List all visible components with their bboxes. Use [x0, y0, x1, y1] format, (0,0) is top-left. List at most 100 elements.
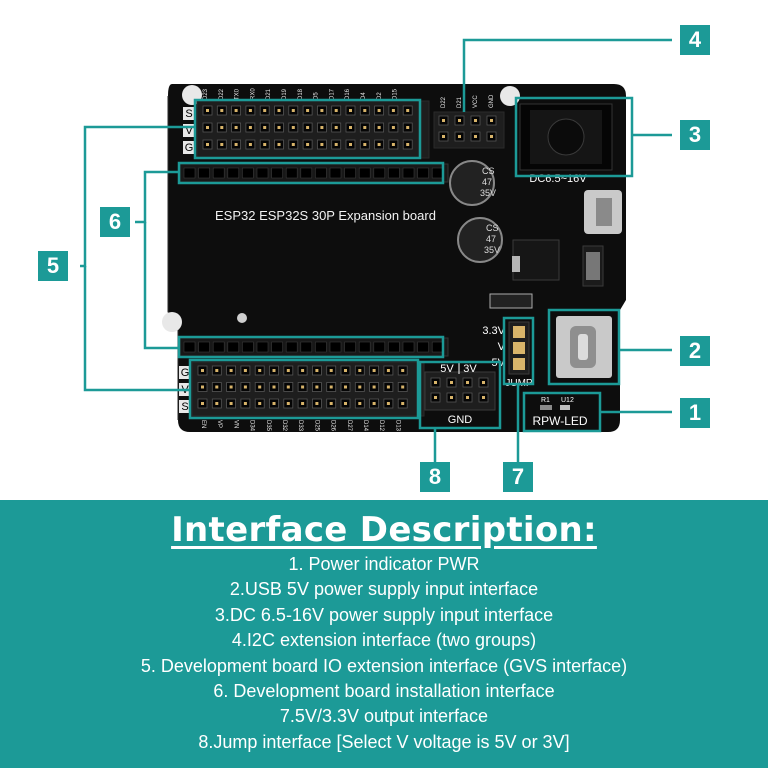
header-pin-contact [334, 126, 338, 129]
header-pin-contact [358, 402, 362, 405]
power-pin-contact [434, 381, 437, 384]
description-title: Interface Description: [171, 510, 597, 550]
callout-8: 8 [420, 462, 450, 492]
callout-5: 5 [38, 251, 68, 281]
female-socket [183, 341, 196, 353]
pin-label: D17 [329, 88, 335, 100]
header-pin-contact [329, 385, 333, 389]
female-socket [198, 167, 210, 179]
female-socket [227, 341, 240, 353]
i2c-pin-contact [458, 135, 461, 138]
pin-label: VN [232, 420, 238, 428]
power-pin-contact [450, 396, 453, 399]
female-socket [358, 167, 371, 179]
header-pin-contact [372, 369, 376, 372]
pin-label: D25 [313, 420, 319, 432]
pin-label: D21 [457, 96, 463, 108]
header-pin-contact [229, 385, 233, 389]
pin-label: D14 [362, 420, 368, 432]
header-pin-contact [234, 126, 238, 129]
header-pin-contact [349, 109, 352, 112]
description-item: 4.I2C extension interface (two groups) [231, 630, 537, 651]
header-pin-contact [258, 369, 262, 372]
header-pin-contact [329, 369, 333, 372]
female-socket [242, 167, 254, 179]
power-pin-contact [482, 381, 485, 384]
female-socket [315, 341, 327, 353]
description-item: 8.Jump interface [Select V voltage is 5V… [198, 731, 570, 752]
leader-lines [80, 38, 672, 462]
gvs-box [179, 366, 191, 379]
header-pin-contact [406, 109, 410, 112]
out-label-3v: 3V [463, 363, 477, 375]
header-pin-contact [206, 126, 209, 129]
header-pin-contact [315, 402, 319, 405]
female-socket [285, 167, 298, 179]
header-pin-contact [243, 402, 247, 405]
pin-label: D19 [282, 88, 288, 100]
led-label: RPW-LED [532, 414, 587, 428]
power-pin-contact [450, 381, 453, 384]
header-pin-contact [263, 109, 267, 112]
pin-label: D32 [281, 420, 287, 432]
pin-label: D23 [203, 88, 209, 100]
pin-label: VP [216, 420, 222, 428]
gvs-label: V [185, 125, 193, 137]
header-pin-contact [406, 143, 410, 146]
female-socket [300, 167, 313, 179]
header-pin-contact [391, 109, 395, 112]
header-pin-contact [301, 385, 305, 389]
gvs-label: S [185, 108, 192, 120]
header-pin-contact [258, 385, 262, 389]
female-socket [300, 341, 313, 353]
highlight-top-io [193, 98, 422, 160]
header-pin-contact [386, 402, 390, 405]
header-pin-contact [258, 402, 262, 405]
description-item: 6. Development board installation interf… [213, 681, 555, 702]
female-socket [198, 341, 210, 353]
pin-label: D12 [378, 420, 384, 432]
pin-label: D13 [394, 420, 400, 432]
mount-hole [237, 313, 247, 323]
header-pin-contact [349, 143, 352, 146]
female-socket [388, 167, 400, 179]
header-pin-contact [277, 109, 281, 112]
callout-7: 7 [503, 462, 533, 492]
led-ref-u12: U12 [561, 397, 574, 404]
pin-label: D18 [298, 88, 304, 100]
out-label-5v: 5V [440, 363, 454, 375]
callout-6: 6 [100, 207, 130, 237]
power-led [560, 405, 570, 410]
header-pin-contact [306, 109, 310, 112]
female-socket [402, 167, 415, 179]
svg-text:47: 47 [486, 234, 496, 244]
description-list: 1. Power indicator PWR 2.USB 5V power su… [0, 552, 768, 755]
header-pin-contact [286, 369, 290, 372]
power-pin-contact [466, 396, 469, 399]
header-pin-contact [215, 369, 219, 372]
highlight-usbc [547, 308, 621, 386]
header-pin-contact [406, 126, 410, 129]
gvs-box [179, 400, 191, 413]
capacitor: CS 47 35V [457, 217, 503, 263]
header-pin-contact [286, 385, 290, 389]
gvs-box [183, 141, 195, 154]
header-pin-contact [201, 402, 204, 405]
header-pin-contact [291, 143, 295, 146]
header-pin-contact [372, 402, 376, 405]
header-pin-contact [286, 402, 290, 405]
diode [489, 293, 533, 309]
header-pin-contact [315, 385, 319, 389]
female-socket [417, 167, 429, 179]
svg-text:CS: CS [486, 223, 499, 233]
header-pin-contact [215, 402, 219, 405]
i2c-pin-contact [458, 119, 461, 122]
header-pin-contact [372, 385, 376, 389]
female-socket [373, 341, 386, 353]
mount-hole [162, 312, 182, 332]
header-pin-contact [334, 109, 338, 112]
header-pin-contact [344, 402, 347, 405]
female-socket [285, 341, 298, 353]
